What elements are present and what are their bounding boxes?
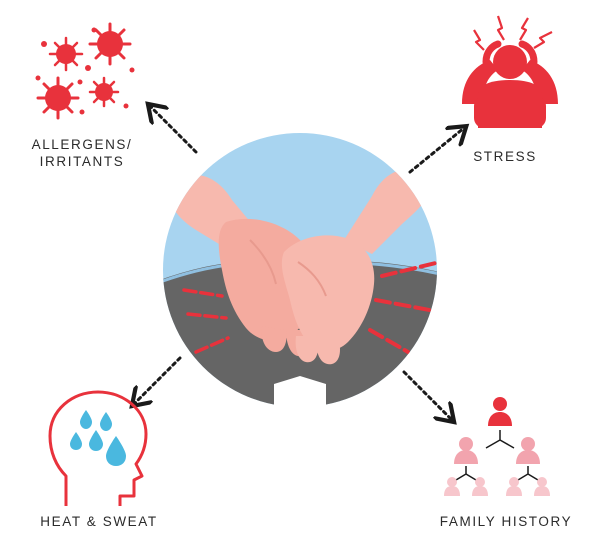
arrow-to-stress bbox=[408, 128, 464, 174]
heat-sweat-label: HEAT & SWEAT bbox=[40, 514, 158, 529]
allergens-label-line-2: IRRITANTS bbox=[39, 154, 125, 169]
allergens-label: ALLERGENS/ IRRITANTS bbox=[22, 136, 142, 170]
stressed-person-icon bbox=[462, 15, 558, 128]
arrow-to-allergens bbox=[150, 106, 198, 154]
family-history-label: FAMILY HISTORY bbox=[439, 514, 573, 529]
arrow-to-heat bbox=[134, 356, 182, 404]
stress-label: STRESS bbox=[473, 149, 537, 164]
family-tree-icon bbox=[444, 397, 550, 496]
arrow-to-family bbox=[402, 370, 452, 420]
scratching-hands-icon bbox=[163, 133, 437, 410]
allergens-label-line-1: ALLERGENS/ bbox=[31, 137, 133, 152]
sweating-head-icon bbox=[48, 390, 148, 506]
virus-icon bbox=[35, 22, 135, 120]
